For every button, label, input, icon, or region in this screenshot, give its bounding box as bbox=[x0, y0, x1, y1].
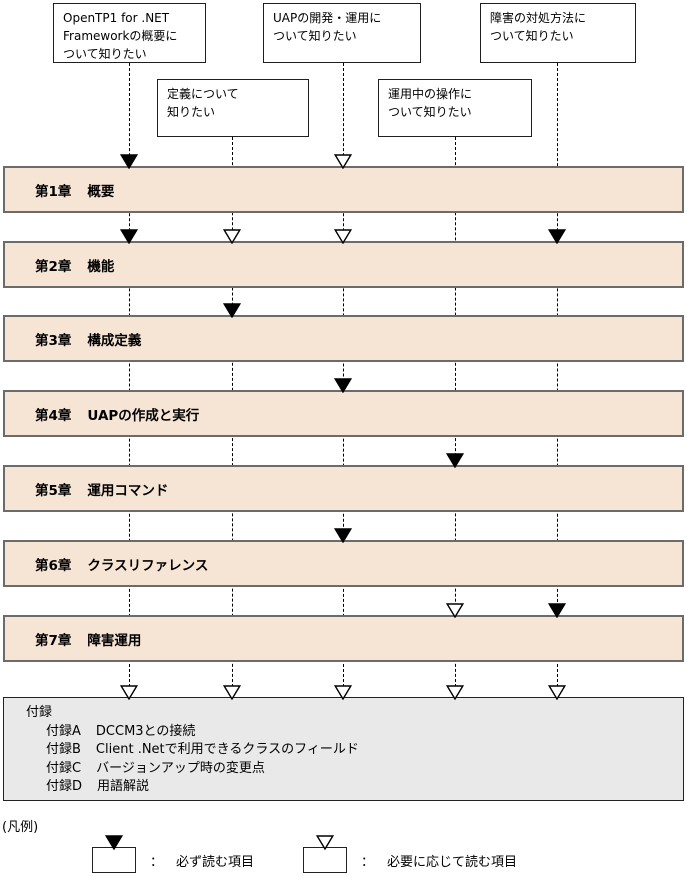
reader-path-line-failure bbox=[557, 63, 558, 697]
chapter-number: 第5章 bbox=[35, 482, 72, 499]
as-needed-arrow-icon bbox=[445, 603, 465, 619]
legend-label: 必ず読む項目 bbox=[176, 854, 255, 870]
chapter-title: 構成定義 bbox=[87, 332, 142, 349]
chapter-bar-5: 第5章 運用コマンド bbox=[3, 465, 684, 512]
chapter-number: 第3章 bbox=[35, 332, 72, 349]
reader-goal-box-operation: 運用中の操作に ついて知りたい bbox=[378, 79, 532, 137]
must-read-arrow-icon bbox=[333, 528, 353, 544]
reader-goal-box-overview: OpenTP1 for .NET Frameworkの概要に ついて知りたい bbox=[53, 3, 206, 63]
chapter-title: 概要 bbox=[87, 183, 115, 200]
appendix-item-label: 付録D bbox=[46, 779, 83, 794]
appendix-item-label: 付録A bbox=[46, 723, 81, 739]
as-needed-arrow-icon bbox=[333, 229, 353, 245]
must-read-arrow-icon bbox=[222, 303, 242, 319]
legend-title: (凡例) bbox=[2, 820, 39, 835]
chapter-number: 第4章 bbox=[35, 407, 72, 424]
chapter-number: 第7章 bbox=[35, 632, 72, 649]
legend-box bbox=[92, 835, 136, 873]
appendix-item-c: 付録C バージョンアップ時の変更点 bbox=[26, 760, 683, 779]
as-needed-arrow-icon bbox=[222, 685, 242, 701]
chapter-bar-3: 第3章 構成定義 bbox=[3, 315, 684, 362]
filled-triangle-icon bbox=[104, 835, 124, 851]
as-needed-arrow-icon bbox=[333, 685, 353, 701]
must-read-arrow-icon bbox=[547, 229, 567, 245]
legend-separator: ： bbox=[361, 854, 375, 870]
chapter-bar-2: 第2章 機能 bbox=[3, 241, 684, 288]
reader-goal-box-definition: 定義について 知りたい bbox=[157, 79, 309, 137]
open-triangle-icon bbox=[315, 835, 335, 851]
as-needed-arrow-icon bbox=[119, 685, 139, 701]
appendix-item-text: バージョンアップ時の変更点 bbox=[96, 760, 265, 776]
appendix-item-text: Client .Netで利用できるクラスのフィールド bbox=[95, 742, 359, 757]
must-read-arrow-icon bbox=[119, 154, 139, 170]
must-read-arrow-icon bbox=[119, 229, 139, 245]
chapter-title: 機能 bbox=[87, 258, 115, 275]
reader-goal-box-failure: 障害の対処方法に ついて知りたい bbox=[480, 3, 636, 63]
legend-box bbox=[303, 835, 347, 873]
chapter-number: 第1章 bbox=[35, 183, 72, 200]
appendix-item-label: 付録C bbox=[46, 760, 82, 776]
legend-label: 必要に応じて読む項目 bbox=[387, 854, 518, 870]
appendix-box: 付録 付録A DCCM3との接続 付録B Client .Netで利用できるクラスの… bbox=[3, 697, 684, 801]
must-read-arrow-icon bbox=[547, 603, 567, 619]
chapter-bar-6: 第6章 クラスリファレンス bbox=[3, 540, 684, 587]
as-needed-arrow-icon bbox=[445, 685, 465, 701]
appendix-item-d: 付録D 用語解説 bbox=[26, 778, 683, 797]
chapter-title: クラスリファレンス bbox=[87, 557, 209, 574]
chapter-number: 第6章 bbox=[35, 557, 72, 574]
appendix-item-text: 用語解説 bbox=[97, 779, 150, 794]
as-needed-arrow-icon bbox=[222, 229, 242, 245]
reader-path-line-overview bbox=[129, 63, 130, 697]
appendix-item-b: 付録B Client .Netで利用できるクラスのフィールド bbox=[26, 741, 683, 760]
appendix-title: 付録 bbox=[26, 705, 53, 720]
chapter-number: 第2章 bbox=[35, 258, 72, 275]
legend-separator: ： bbox=[150, 854, 164, 870]
appendix-item-a: 付録A DCCM3との接続 bbox=[26, 723, 683, 742]
chapter-title: 運用コマンド bbox=[87, 482, 169, 499]
as-needed-arrow-icon bbox=[547, 685, 567, 701]
chapter-title: 障害運用 bbox=[87, 632, 142, 649]
reader-goal-box-uap-dev: UAPの開発・運用に ついて知りたい bbox=[263, 3, 421, 63]
legend-item-must-read: ： 必ず読む項目 bbox=[92, 835, 255, 873]
appendix-item-text: DCCM3との接続 bbox=[95, 723, 196, 739]
chapter-bar-4: 第4章 UAPの作成と実行 bbox=[3, 390, 684, 437]
must-read-arrow-icon bbox=[445, 453, 465, 469]
chapter-bar-7: 第7章 障害運用 bbox=[3, 615, 684, 662]
as-needed-arrow-icon bbox=[333, 154, 353, 170]
appendix-item-label: 付録B bbox=[46, 742, 81, 757]
must-read-arrow-icon bbox=[333, 378, 353, 394]
chapter-title: UAPの作成と実行 bbox=[87, 407, 200, 424]
legend-item-as-needed: ： 必要に応じて読む項目 bbox=[303, 835, 518, 873]
chapter-bar-1: 第1章 概要 bbox=[3, 166, 684, 213]
